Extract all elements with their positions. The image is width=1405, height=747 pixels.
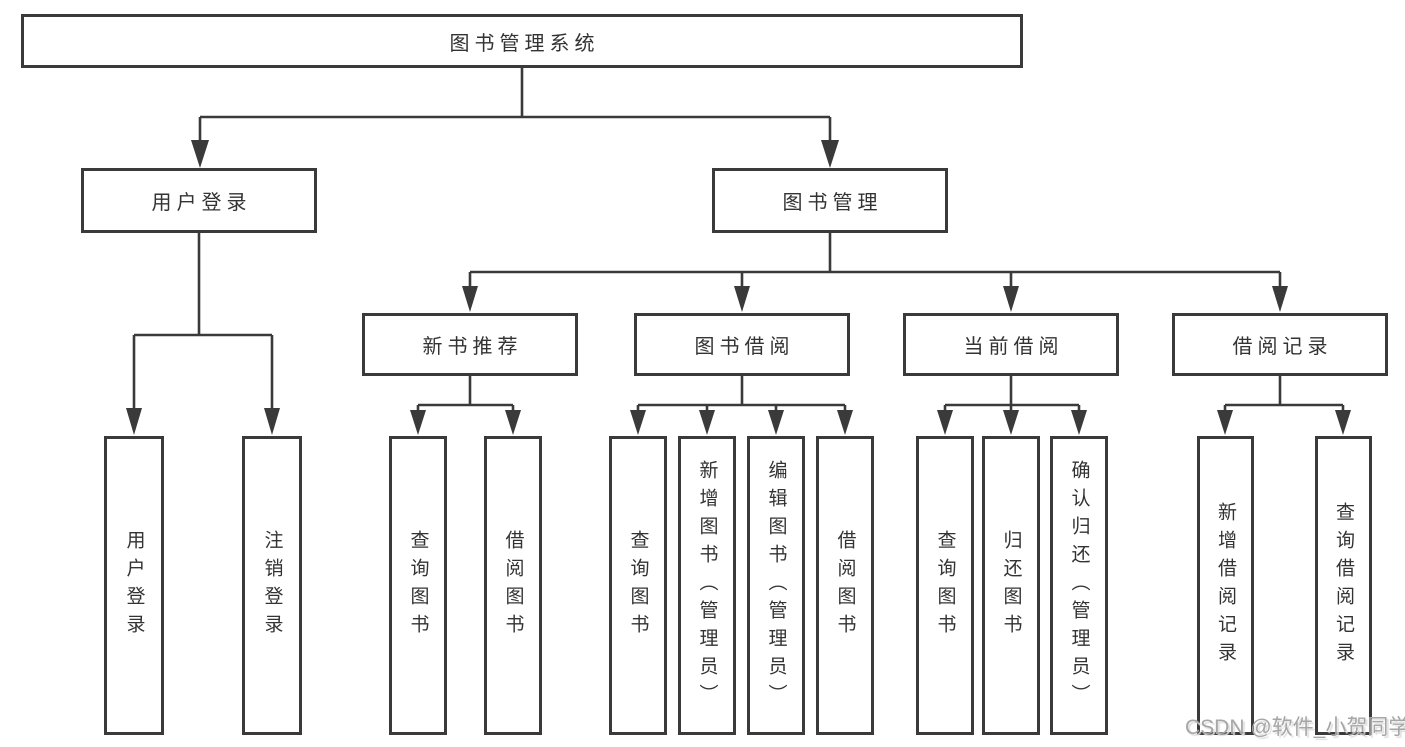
- arrowhead-icon: [264, 408, 280, 435]
- leaf-label: 借阅图书: [834, 529, 856, 642]
- leaf-label: 用户登录: [123, 529, 145, 642]
- leaf-label: 归还图书: [1000, 529, 1022, 642]
- arrowhead-icon: [410, 410, 426, 435]
- leaf-borrow-books-recommend: 借阅图书: [484, 436, 542, 735]
- arrowhead-icon: [1272, 286, 1288, 312]
- connector-current-borrow-to-leaves: [937, 376, 1087, 435]
- arrowhead-icon: [126, 408, 142, 435]
- leaf-label: 查询借阅记录: [1333, 501, 1354, 670]
- connector-new-book-recommend-to-leaves: [410, 376, 521, 435]
- arrowhead-icon: [191, 140, 209, 168]
- connector-borrow-records-to-leaves: [1217, 376, 1351, 435]
- connector-book-management-to-level3: [462, 233, 1288, 312]
- arrowhead-icon: [734, 286, 750, 312]
- arrowhead-icon: [837, 410, 853, 435]
- watermark-text: CSDN @软件_小贺同学: [1185, 716, 1405, 739]
- leaf-label: 查询图书: [934, 529, 956, 642]
- connector-book-borrow-to-leaves: [630, 376, 853, 435]
- leaf-confirm-return-admin: 确认归还（管理员）: [1050, 436, 1108, 735]
- arrowhead-icon: [1217, 410, 1233, 435]
- connector-user-login-to-leaves: [126, 233, 280, 435]
- leaf-label: 新增图书（管理员）: [696, 459, 718, 712]
- leaf-label: 确认归还（管理员）: [1068, 459, 1090, 712]
- leaf-label: 新增借阅记录: [1215, 501, 1236, 670]
- leaf-label: 查询图书: [407, 529, 429, 642]
- leaf-logout: 注销登录: [242, 436, 302, 735]
- leaf-user-login: 用户登录: [104, 436, 164, 735]
- leaf-label: 编辑图书（管理员）: [765, 459, 787, 712]
- arrowhead-icon: [505, 410, 521, 435]
- arrowhead-icon: [821, 140, 839, 168]
- arrowhead-icon: [937, 410, 953, 435]
- connector-root-to-level2: [191, 68, 839, 168]
- arrowhead-icon: [1003, 286, 1019, 312]
- leaf-add-borrow-record: 新增借阅记录: [1197, 436, 1254, 735]
- leaf-query-books-recommend: 查询图书: [389, 436, 447, 735]
- arrowhead-icon: [462, 286, 478, 312]
- node-current-borrow: 当前借阅: [903, 313, 1119, 376]
- node-book-borrow: 图书借阅: [634, 313, 850, 376]
- arrowhead-icon: [1335, 410, 1351, 435]
- arrowhead-icon: [1003, 410, 1019, 435]
- leaf-query-borrow-record: 查询借阅记录: [1315, 436, 1372, 735]
- node-user-login: 用户登录: [81, 168, 317, 233]
- leaf-borrow-books: 借阅图书: [816, 436, 874, 735]
- arrowhead-icon: [1071, 410, 1087, 435]
- arrowhead-icon: [699, 410, 715, 435]
- leaf-query-books-current: 查询图书: [916, 436, 974, 735]
- leaf-query-books-borrow: 查询图书: [609, 436, 667, 735]
- leaf-return-book: 归还图书: [982, 436, 1040, 735]
- leaf-add-book-admin: 新增图书（管理员）: [678, 436, 736, 735]
- node-book-management: 图书管理: [712, 168, 948, 233]
- leaf-label: 借阅图书: [502, 529, 524, 642]
- arrowhead-icon: [768, 410, 784, 435]
- leaf-label: 查询图书: [627, 529, 649, 642]
- arrowhead-icon: [630, 410, 646, 435]
- node-new-book-recommend: 新书推荐: [362, 313, 578, 376]
- node-root-library-system: 图书管理系统: [21, 14, 1023, 68]
- leaf-label: 注销登录: [261, 529, 283, 642]
- node-borrow-records: 借阅记录: [1172, 313, 1388, 376]
- leaf-edit-book-admin: 编辑图书（管理员）: [747, 436, 805, 735]
